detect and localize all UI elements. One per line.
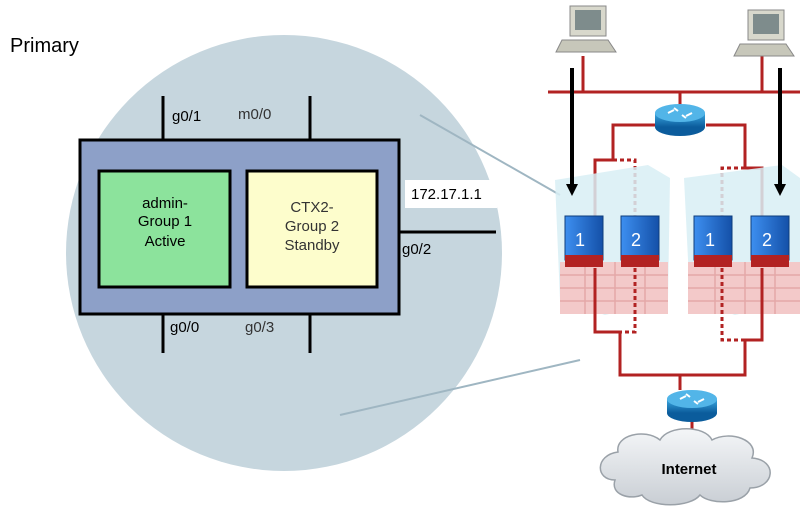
- router-icon: [667, 390, 717, 422]
- standby-link-right-bottom: [720, 268, 745, 342]
- admin-context-line1: admin-: [142, 195, 188, 212]
- traffic-arrow-left: [566, 68, 578, 196]
- primary-title: Primary: [10, 35, 79, 57]
- ctx2-context-line3: Standby: [284, 237, 340, 254]
- ip-label-bg: [405, 180, 497, 208]
- router-icon: [655, 104, 705, 136]
- zoom-connector-bottom: [339, 359, 581, 416]
- cloud-icon: [599, 428, 771, 506]
- lower-link-left: [593, 268, 682, 390]
- admin-context-box: [97, 169, 232, 289]
- firewall-unit-right-2: 2: [762, 230, 772, 250]
- interface-label-g0-3: g0/3: [245, 319, 274, 336]
- zoom-connector-top: [419, 114, 561, 196]
- ip-address-label: 172.17.1.1: [411, 186, 482, 203]
- standby-link-left-bottom: [620, 268, 637, 334]
- admin-context-line2: Group 1: [138, 213, 192, 230]
- firewall-left: [555, 165, 670, 315]
- interface-label-g0-1: g0/1: [172, 108, 201, 125]
- ctx2-context-line1: CTX2-: [290, 199, 333, 216]
- interface-label-m0-0: m0/0: [238, 106, 271, 123]
- interface-label-g0-2: g0/2: [402, 241, 431, 258]
- firewall-unit-right-1: 1: [705, 230, 715, 250]
- firewall-right: [684, 165, 800, 315]
- firewall-unit-left-2: 2: [631, 230, 641, 250]
- traffic-arrow-right: [774, 68, 786, 196]
- ctx2-context-line2: Group 2: [285, 218, 339, 235]
- workstation-icon: [733, 9, 795, 57]
- standby-link-left-top: [613, 158, 637, 220]
- firewall-unit-left-1: 1: [575, 230, 585, 250]
- ctx2-context-box: [245, 169, 379, 289]
- internet-label: Internet: [661, 461, 716, 478]
- interface-label-g0-0: g0/0: [170, 319, 199, 336]
- firewall-icon: [564, 215, 790, 267]
- workstation-icon: [555, 5, 617, 53]
- admin-context-line3: Active: [145, 233, 186, 250]
